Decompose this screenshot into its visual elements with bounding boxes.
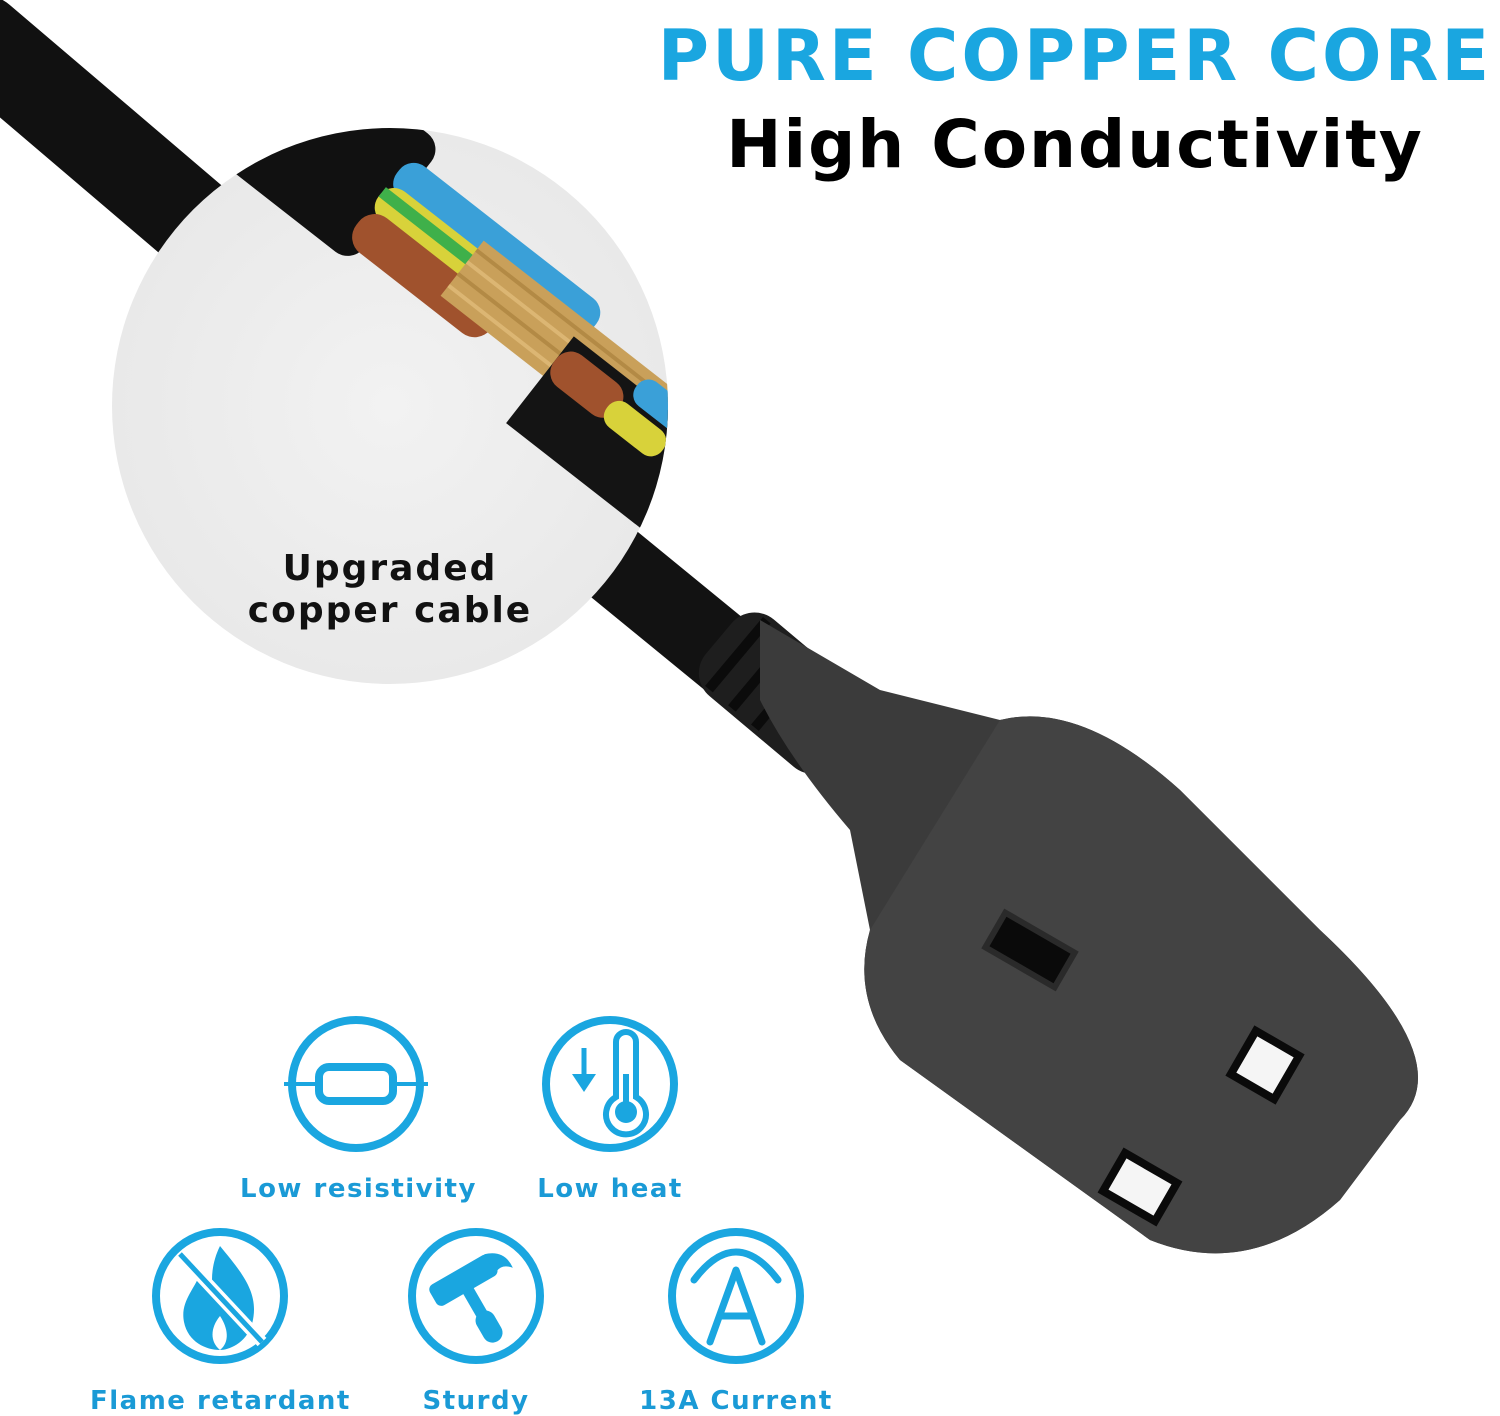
feature-sturdy: Sturdy bbox=[400, 1224, 552, 1416]
feature-13a-current: 13A Current bbox=[636, 1224, 836, 1416]
callout-line-2: copper cable bbox=[247, 590, 533, 631]
feature-low-heat: Low heat bbox=[530, 1012, 690, 1204]
callout-line-1: Upgraded bbox=[282, 548, 498, 589]
socket-holes bbox=[981, 908, 1305, 1227]
resistor-icon bbox=[284, 1016, 428, 1152]
headline-subtitle: High Conductivity bbox=[726, 106, 1424, 183]
cable-cutaway-illustration bbox=[201, 128, 668, 547]
feature-label: Sturdy bbox=[422, 1386, 530, 1416]
cable-cutaway-callout bbox=[112, 128, 668, 684]
feature-label: Low heat bbox=[537, 1174, 683, 1204]
thermometer-down-icon bbox=[542, 1016, 678, 1152]
feature-label: Flame retardant bbox=[90, 1386, 351, 1416]
feature-low-resistivity: Low resistivity bbox=[240, 1012, 477, 1204]
feature-label: 13A Current bbox=[639, 1386, 833, 1416]
headline-title: PURE COPPER CORE bbox=[657, 15, 1493, 97]
callout-label: Upgraded copper cable bbox=[230, 548, 550, 632]
hammer-icon bbox=[408, 1228, 544, 1364]
no-flame-icon bbox=[152, 1228, 288, 1364]
feature-flame-retardant: Flame retardant bbox=[90, 1224, 350, 1416]
ampere-icon bbox=[668, 1228, 804, 1364]
feature-label: Low resistivity bbox=[240, 1174, 477, 1204]
